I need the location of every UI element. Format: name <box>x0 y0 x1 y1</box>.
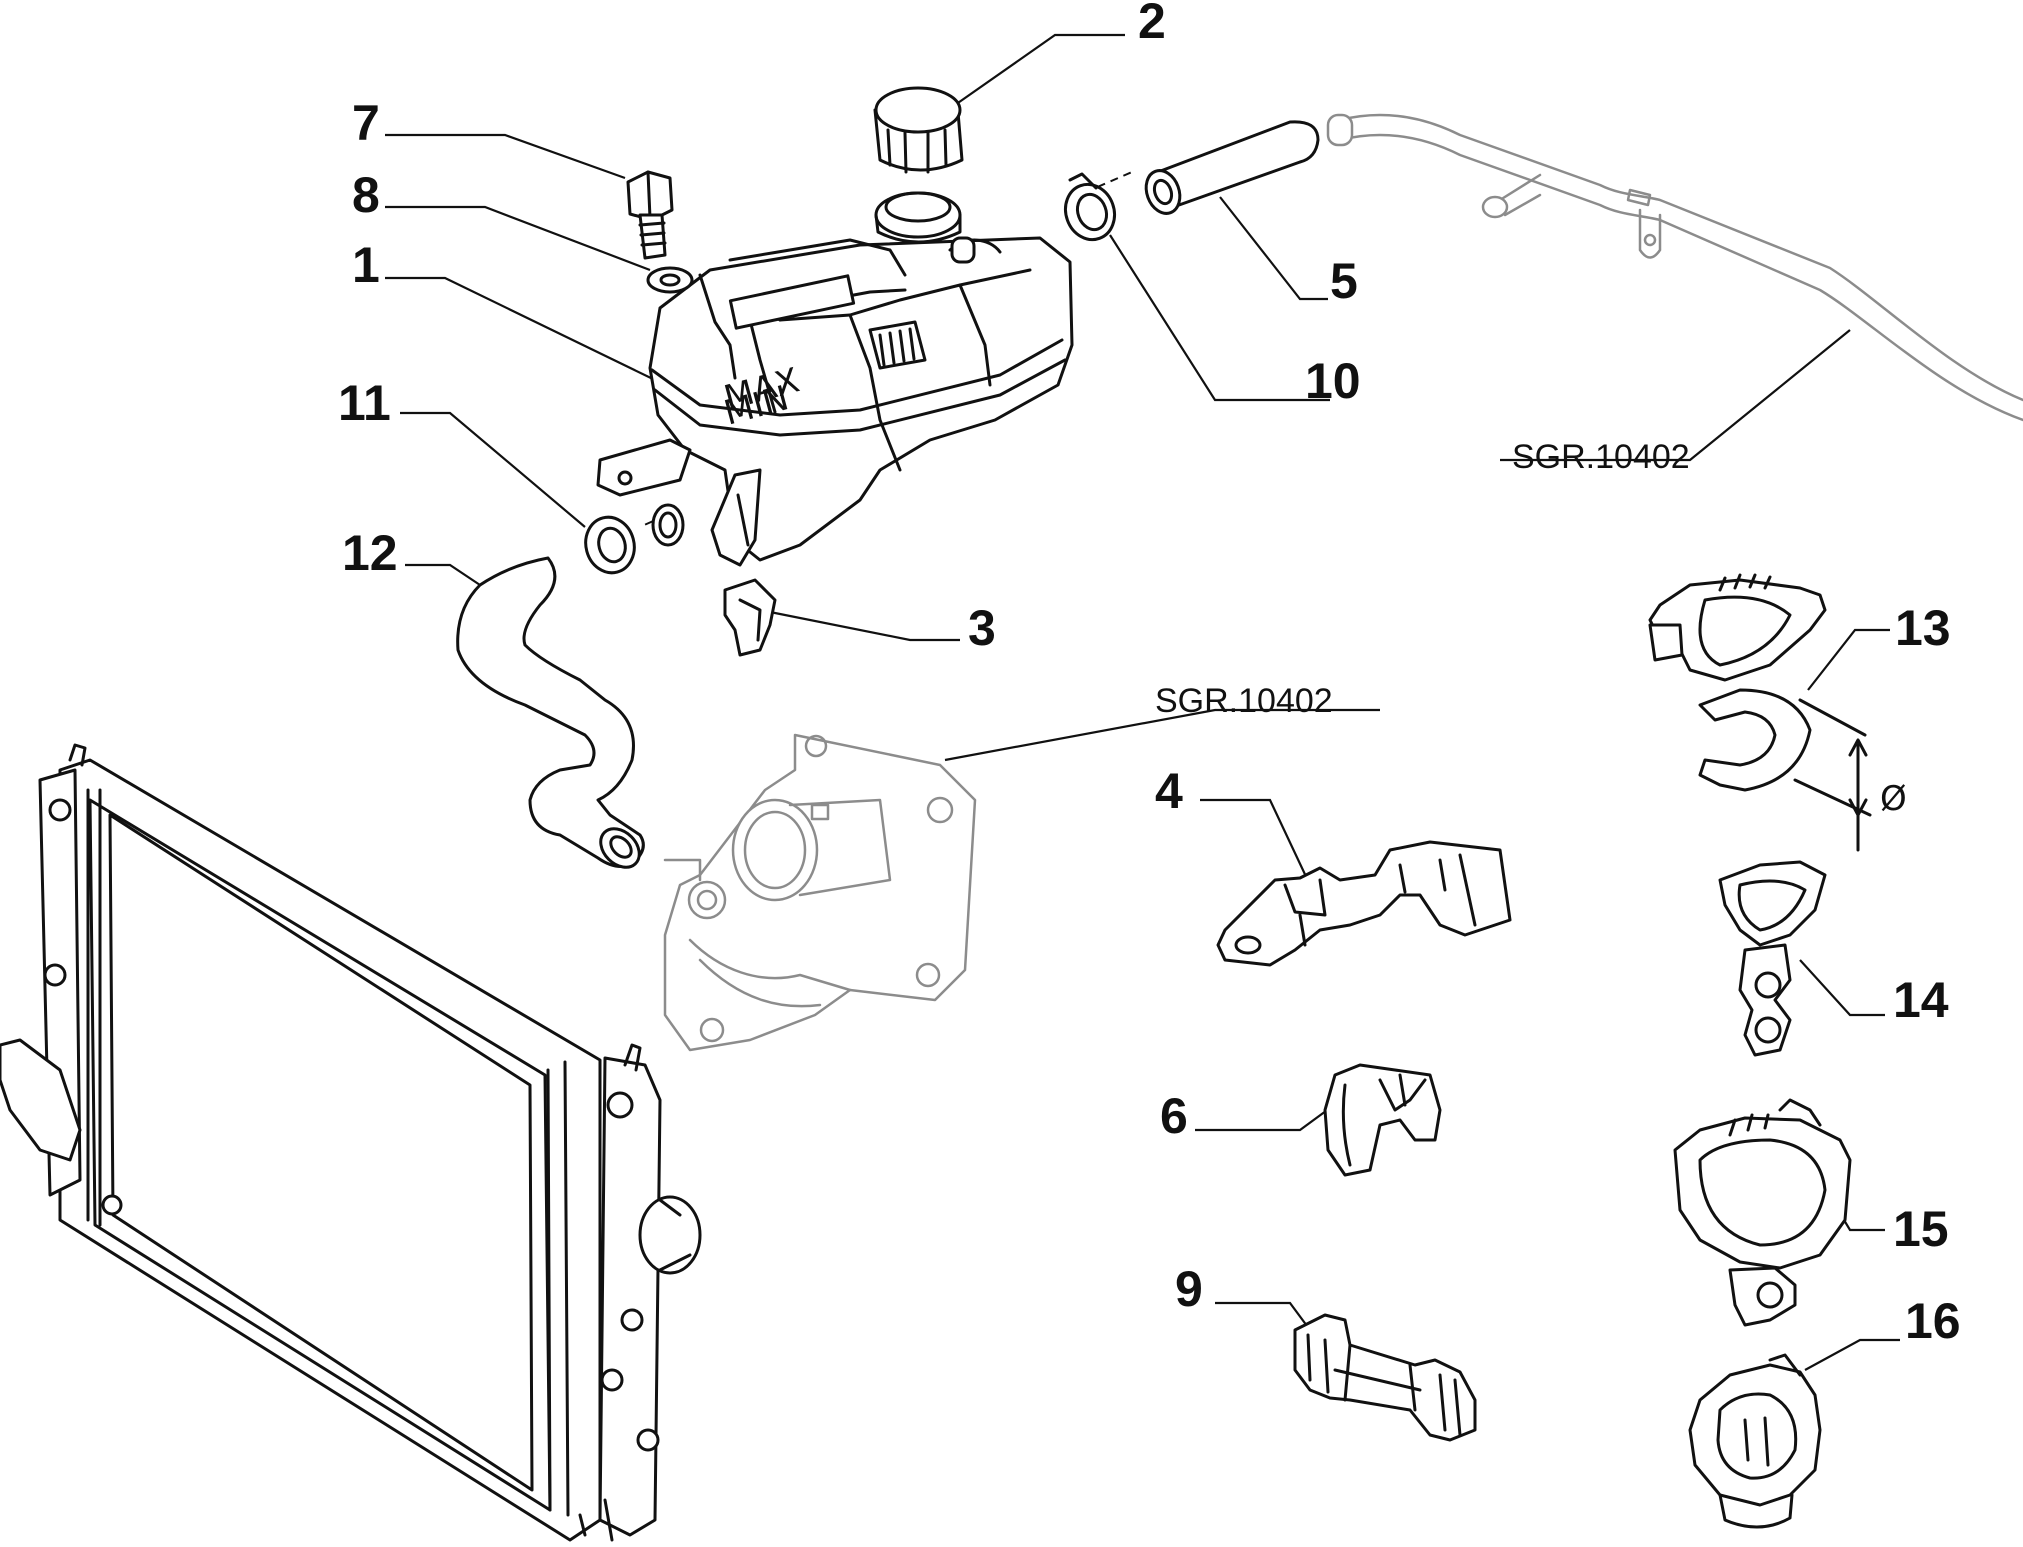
washer <box>646 266 694 294</box>
reference-sgr-upper: SGR.10402 <box>1512 438 1690 476</box>
callout-11: 11 <box>338 375 391 431</box>
ghost-thermostat-housing <box>663 733 977 1052</box>
pressure-cap <box>873 86 964 174</box>
callout-1: 1 <box>352 237 380 293</box>
bleed-plug <box>723 578 777 657</box>
radiator <box>0 743 702 1542</box>
reference-sgr-middle: SGR.10402 <box>1155 682 1333 720</box>
clip-14 <box>1718 860 1827 1057</box>
bolt <box>626 170 674 260</box>
callout-2: 2 <box>1138 0 1166 49</box>
lower-hose <box>456 556 645 869</box>
callout-16: 16 <box>1905 1293 1961 1349</box>
hose-fitting <box>651 503 685 547</box>
callout-8: 8 <box>352 167 380 223</box>
clip-16 <box>1688 1353 1822 1529</box>
callout-labels: 1 2 3 4 5 6 7 8 9 10 11 12 13 14 15 16 <box>338 0 1961 1349</box>
hose-clip-6 <box>1323 1063 1442 1177</box>
hose-clip-9 <box>1293 1313 1477 1442</box>
clip-15 <box>1673 1098 1852 1327</box>
callout-3: 3 <box>968 600 996 656</box>
callout-6: 6 <box>1160 1088 1188 1144</box>
upper-hose <box>1144 120 1320 215</box>
callout-15: 15 <box>1893 1201 1949 1257</box>
hose-clamp-upper <box>1063 172 1117 242</box>
callout-10: 10 <box>1305 353 1361 409</box>
callout-9: 9 <box>1175 1261 1203 1317</box>
bracket <box>1216 840 1512 967</box>
ghost-coolant-pipe <box>1326 113 2023 422</box>
callout-12: 12 <box>342 525 398 581</box>
expansion-tank: MAX MIN <box>596 191 1074 567</box>
callout-13: 13 <box>1895 600 1951 656</box>
reference-labels: SGR.10402 SGR.10402 <box>1155 438 1690 720</box>
diameter-symbol: Ø <box>1880 779 1907 819</box>
leader-lines <box>385 33 1900 1371</box>
callout-4: 4 <box>1155 763 1183 819</box>
callout-7: 7 <box>352 95 380 151</box>
clip-13: Ø <box>1648 573 1907 852</box>
hose-clamp-lower <box>584 515 636 575</box>
callout-14: 14 <box>1893 972 1949 1028</box>
callout-5: 5 <box>1330 253 1358 309</box>
